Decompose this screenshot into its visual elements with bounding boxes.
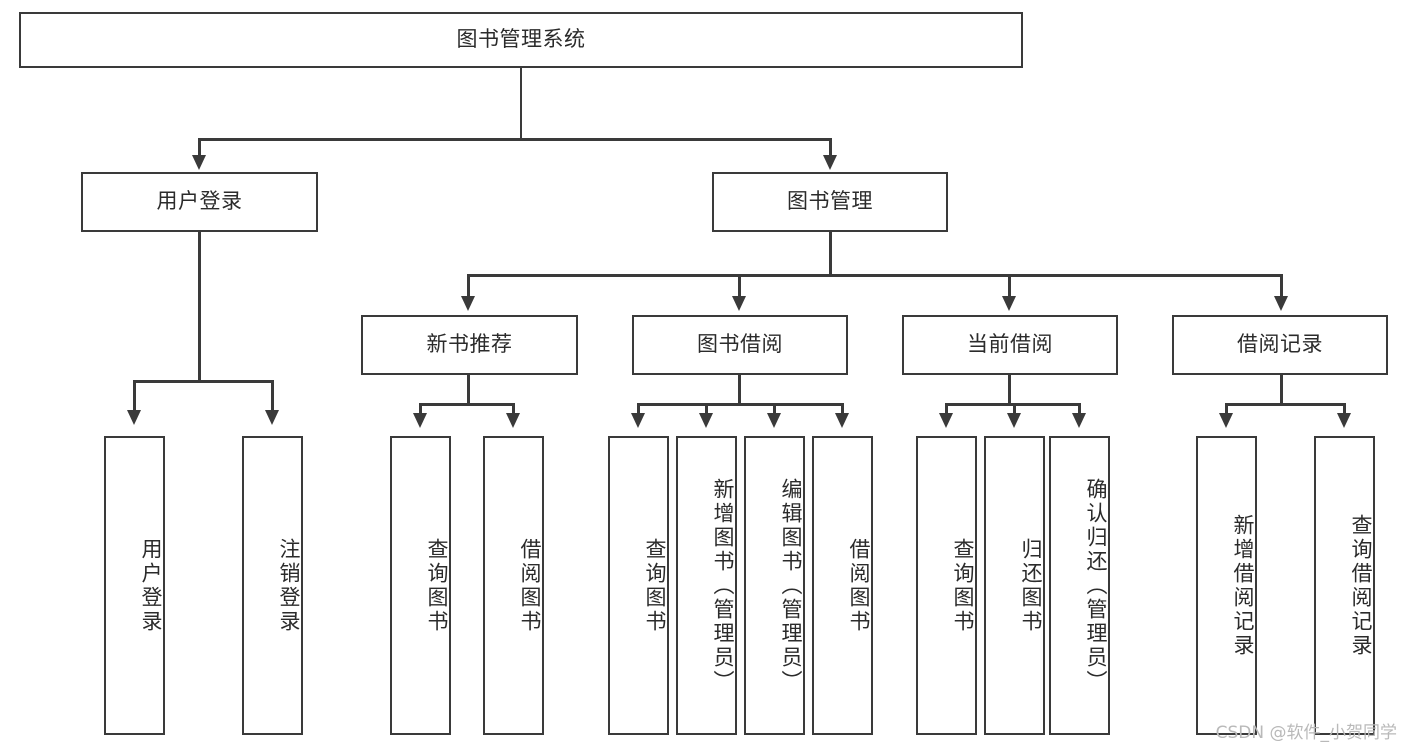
node-label: 用户登录	[156, 189, 243, 214]
arrow-new-book-leaf-2	[506, 413, 520, 428]
edge-borrow-record-stem	[1280, 375, 1283, 405]
node-label: 查询借阅记录	[1349, 513, 1373, 658]
edge-level3-bus	[467, 274, 1283, 277]
node-label: 借阅图书	[847, 537, 871, 634]
edge-to-new-book	[467, 274, 470, 299]
edge-book-borrow-stem	[738, 375, 741, 405]
arrow-user-login-leaf-1	[127, 410, 141, 425]
edge-book-borrow-drop-1	[637, 403, 640, 416]
edge-book-borrow-drop-4	[841, 403, 844, 416]
edge-book-borrow-bus	[637, 403, 843, 406]
node-label: 注销登录	[277, 537, 301, 634]
leaf-current-borrow-2[interactable]: 归还图书	[984, 436, 1045, 735]
node-label: 借阅记录	[1237, 332, 1323, 357]
arrow-book-borrow-leaf-3	[767, 413, 781, 428]
edge-to-borrow-record	[1280, 274, 1283, 299]
leaf-current-borrow-3[interactable]: 确认归还（管理员）	[1049, 436, 1110, 735]
node-label: 用户登录	[139, 537, 163, 634]
edge-new-book-drop-2	[512, 403, 515, 416]
edge-root-stem	[519, 68, 522, 140]
node-label: 查询图书	[643, 537, 667, 634]
edge-to-user-login	[198, 138, 201, 158]
node-root-system[interactable]: 图书管理系统	[19, 12, 1023, 68]
edge-to-book-borrow	[738, 274, 741, 299]
edge-current-borrow-stem	[1008, 375, 1011, 405]
leaf-new-book-1[interactable]: 查询图书	[390, 436, 451, 735]
node-new-book-recommend[interactable]: 新书推荐	[361, 315, 578, 375]
edge-new-book-stem	[467, 375, 470, 405]
arrow-current-borrow-leaf-1	[939, 413, 953, 428]
leaf-book-borrow-3[interactable]: 编辑图书（管理员）	[744, 436, 805, 735]
arrow-to-user-login	[192, 155, 206, 170]
leaf-book-borrow-2[interactable]: 新增图书（管理员）	[676, 436, 737, 735]
node-book-borrow[interactable]: 图书借阅	[632, 315, 848, 375]
node-label: 查询图书	[425, 537, 449, 634]
node-label: 图书管理	[787, 189, 873, 214]
edge-book-mgmt-stem	[829, 232, 832, 276]
node-label: 当前借阅	[967, 332, 1053, 357]
arrow-borrow-record-leaf-1	[1219, 413, 1233, 428]
edge-current-borrow-drop-3	[1078, 403, 1081, 416]
edge-to-book-mgmt	[829, 138, 832, 158]
leaf-user-login-1[interactable]: 用户登录	[104, 436, 165, 735]
edge-current-borrow-bus	[945, 403, 1080, 406]
edge-to-current-borrow	[1008, 274, 1011, 299]
node-label: 图书借阅	[697, 332, 783, 357]
node-borrow-record[interactable]: 借阅记录	[1172, 315, 1388, 375]
node-label: 查询图书	[951, 537, 975, 634]
edge-user-login-drop-2	[271, 380, 274, 413]
node-user-login[interactable]: 用户登录	[81, 172, 318, 232]
node-current-borrow[interactable]: 当前借阅	[902, 315, 1118, 375]
arrow-to-book-borrow	[732, 296, 746, 311]
edge-borrow-record-drop-2	[1343, 403, 1346, 416]
leaf-book-borrow-4[interactable]: 借阅图书	[812, 436, 873, 735]
arrow-book-borrow-leaf-1	[631, 413, 645, 428]
node-label: 新书推荐	[426, 332, 513, 357]
node-label: 新增图书（管理员）	[711, 477, 735, 694]
edge-current-borrow-drop-2	[1013, 403, 1016, 416]
edge-new-book-bus	[419, 403, 515, 406]
leaf-borrow-record-2[interactable]: 查询借阅记录	[1314, 436, 1375, 735]
arrow-user-login-leaf-2	[265, 410, 279, 425]
leaf-borrow-record-1[interactable]: 新增借阅记录	[1196, 436, 1257, 735]
arrow-book-borrow-leaf-4	[835, 413, 849, 428]
node-label: 确认归还（管理员）	[1084, 477, 1108, 694]
arrow-borrow-record-leaf-2	[1337, 413, 1351, 428]
edge-user-login-stem	[198, 232, 201, 382]
node-label: 新增借阅记录	[1231, 513, 1255, 658]
arrow-current-borrow-leaf-2	[1007, 413, 1021, 428]
edge-borrow-record-bus	[1225, 403, 1345, 406]
leaf-book-borrow-1[interactable]: 查询图书	[608, 436, 669, 735]
node-label: 编辑图书（管理员）	[779, 477, 803, 694]
edge-user-login-drop-1	[133, 380, 136, 413]
edge-borrow-record-drop-1	[1225, 403, 1228, 416]
node-label: 归还图书	[1019, 537, 1043, 634]
node-label: 图书管理系统	[456, 27, 586, 52]
arrow-book-borrow-leaf-2	[699, 413, 713, 428]
node-book-management[interactable]: 图书管理	[712, 172, 948, 232]
leaf-current-borrow-1[interactable]: 查询图书	[916, 436, 977, 735]
leaf-user-login-2[interactable]: 注销登录	[242, 436, 303, 735]
edge-book-borrow-drop-2	[705, 403, 708, 416]
leaf-new-book-2[interactable]: 借阅图书	[483, 436, 544, 735]
edge-book-borrow-drop-3	[773, 403, 776, 416]
node-label: 借阅图书	[518, 537, 542, 634]
arrow-to-borrow-record	[1274, 296, 1288, 311]
arrow-current-borrow-leaf-3	[1072, 413, 1086, 428]
edge-new-book-drop-1	[419, 403, 422, 416]
arrow-to-current-borrow	[1002, 296, 1016, 311]
arrow-to-new-book	[461, 296, 475, 311]
arrow-to-book-mgmt	[823, 155, 837, 170]
edge-user-login-bus	[133, 380, 273, 383]
edge-level2-bus	[198, 138, 832, 141]
arrow-new-book-leaf-1	[413, 413, 427, 428]
edge-current-borrow-drop-1	[945, 403, 948, 416]
